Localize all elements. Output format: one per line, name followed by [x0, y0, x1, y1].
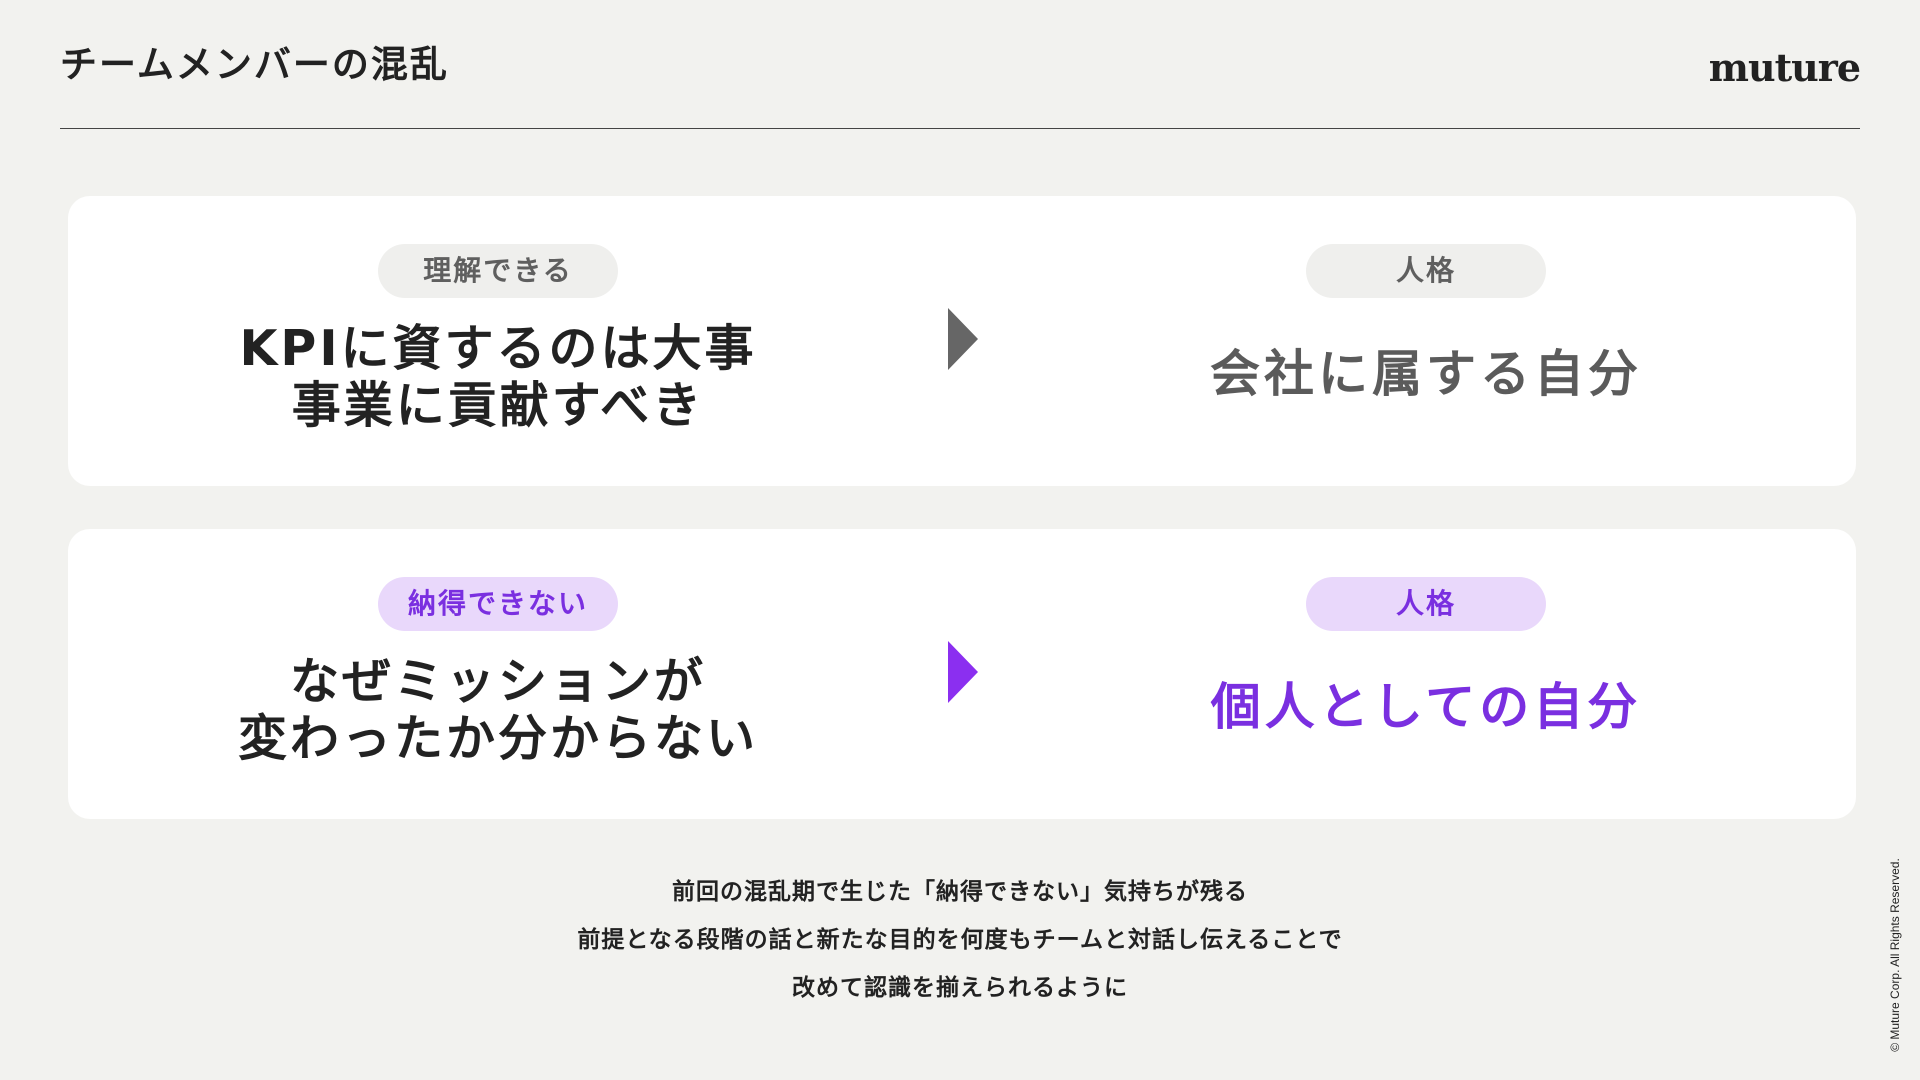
statement-line: 事業に貢献すべき	[291, 377, 705, 434]
statement-line: 変わったか分からない	[237, 710, 758, 767]
header-divider	[60, 128, 1860, 129]
left-column: 理解できる KPIに資するのは大事 事業に貢献すべき	[68, 196, 928, 486]
muture-logo: muture	[1708, 45, 1861, 90]
footer-line: 前回の混乱期で生じた「納得できない」気持ちが残る	[672, 879, 1248, 905]
arrow-right-icon	[948, 641, 978, 703]
right-column: 人格 個人としての自分	[996, 529, 1856, 819]
personality-label: 人格	[1306, 244, 1546, 298]
comparison-card-company-self: 理解できる KPIに資するのは大事 事業に貢献すべき 人格 会社に属する自分	[68, 196, 1856, 486]
arrow-right-icon	[948, 308, 978, 370]
comparison-card-individual-self: 納得できない なぜミッションが 変わったか分からない 人格 個人としての自分	[68, 529, 1856, 819]
understandable-label: 理解できる	[378, 244, 618, 298]
statement-line: なぜミッションが	[289, 653, 706, 710]
not-convinced-label: 納得できない	[378, 577, 618, 631]
statement-line: KPIに資するのは大事	[239, 320, 757, 377]
company-self-text: 会社に属する自分	[1210, 345, 1642, 403]
copyright-notice: © Muture Corp. All Rights Reserved.	[1888, 858, 1902, 1052]
left-column: 納得できない なぜミッションが 変わったか分からない	[68, 529, 928, 819]
footer-notes: 前回の混乱期で生じた「納得できない」気持ちが残る 前提となる段階の話と新たな目的…	[0, 868, 1920, 1012]
footer-line: 前提となる段階の話と新たな目的を何度もチームと対話し伝えることで	[577, 927, 1343, 953]
personality-label: 人格	[1306, 577, 1546, 631]
left-statement: なぜミッションが 変わったか分からない	[68, 653, 928, 767]
left-statement: KPIに資するのは大事 事業に貢献すべき	[68, 320, 928, 434]
right-column: 人格 会社に属する自分	[996, 196, 1856, 486]
slide-title: チームメンバーの混乱	[60, 43, 449, 86]
footer-line: 改めて認識を揃えられるように	[792, 975, 1128, 1001]
individual-self-text: 個人としての自分	[1210, 678, 1642, 736]
